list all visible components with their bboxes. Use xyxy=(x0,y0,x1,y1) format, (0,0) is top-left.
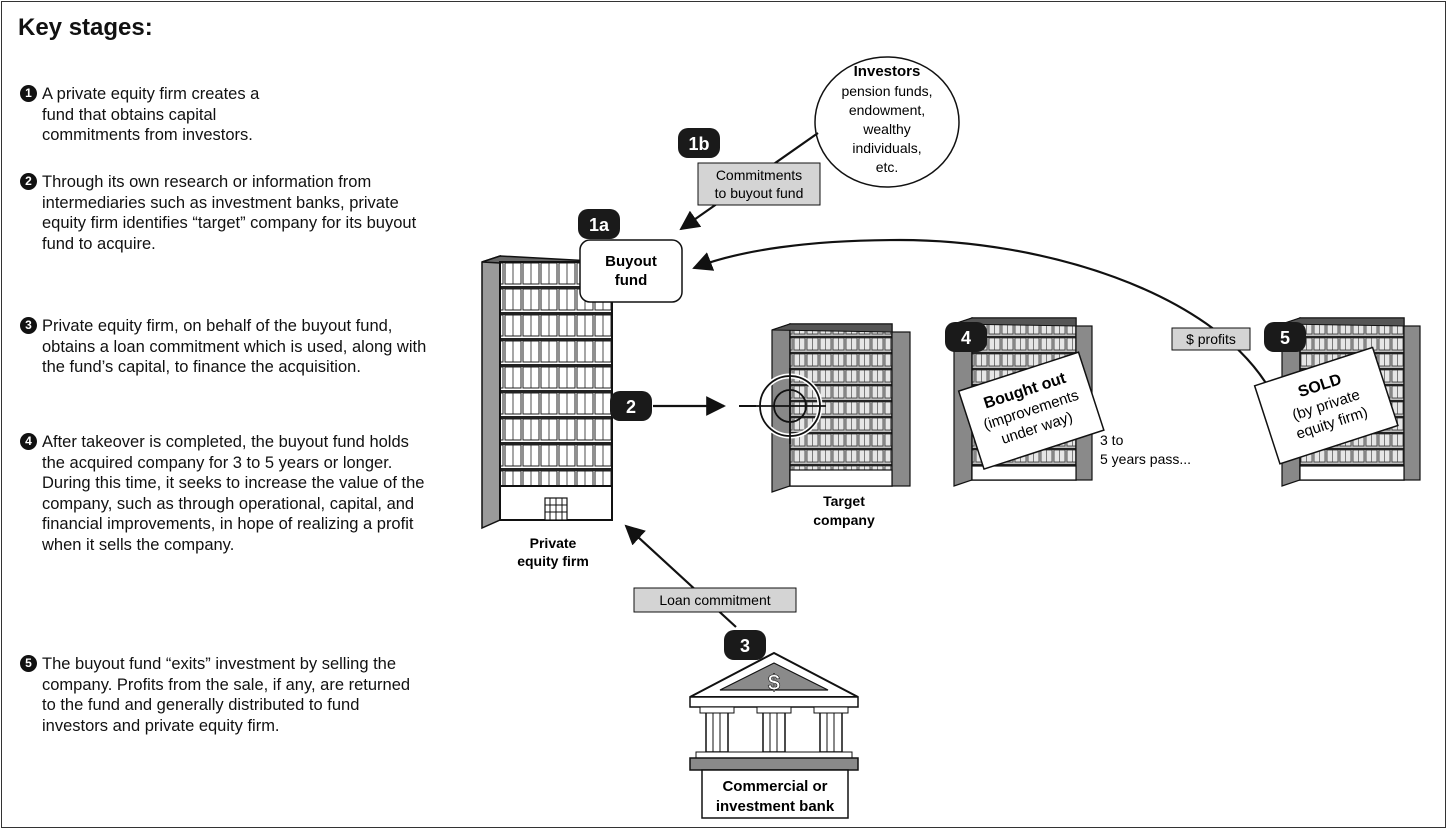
stage-number-2: 2 xyxy=(20,173,37,190)
sold-sign: SOLD (by private equity firm) xyxy=(1253,346,1399,465)
investors-ellipse: Investors pension funds, endowment, weal… xyxy=(814,56,960,188)
target-label-2: company xyxy=(813,512,875,528)
badge-5: 5 xyxy=(1264,322,1306,352)
svg-text:4: 4 xyxy=(961,328,971,348)
investors-title: Investors xyxy=(854,63,921,80)
stage-text-5: The buyout fund “exits” investment by se… xyxy=(42,655,411,735)
years-pass-line-2: 5 years pass... xyxy=(1100,451,1191,467)
svg-text:2: 2 xyxy=(626,397,636,417)
investors-line-2: endowment, xyxy=(849,102,925,118)
svg-text:1b: 1b xyxy=(688,134,709,154)
profits-box: $ profits xyxy=(1171,327,1251,351)
crosshair-icon xyxy=(739,368,826,444)
bank-label-line-2: investment bank xyxy=(716,798,835,815)
investors-line-5: etc. xyxy=(876,159,899,175)
badge-1a: 1a xyxy=(578,209,620,239)
investors-line-4: individuals, xyxy=(852,140,921,156)
pe-firm-label-1: Private xyxy=(530,535,577,551)
profits-label: $ profits xyxy=(1186,331,1236,347)
buyout-fund-callout: Buyout fund xyxy=(579,239,683,303)
private-equity-building xyxy=(481,254,613,530)
stage-item-4: 4 After takeover is completed, the buyou… xyxy=(20,432,430,555)
stage-number-5: 5 xyxy=(20,655,37,672)
svg-text:3: 3 xyxy=(740,636,750,656)
stage-text-3: Private equity firm, on behalf of the bu… xyxy=(42,317,427,376)
commitments-line-2: to buyout fund xyxy=(715,185,804,201)
svg-text:1a: 1a xyxy=(589,215,610,235)
key-stages-title: Key stages: xyxy=(18,14,153,41)
stage-item-3: 3 Private equity firm, on behalf of the … xyxy=(20,316,430,378)
svg-text:5: 5 xyxy=(1280,328,1290,348)
stage-text-2: Through its own research or information … xyxy=(42,173,417,253)
badge-3: 3 xyxy=(724,630,766,660)
investors-line-1: pension funds, xyxy=(841,83,932,99)
stage-number-4: 4 xyxy=(20,433,37,450)
investors-line-3: wealthy xyxy=(862,121,910,137)
commitments-line-1: Commitments xyxy=(716,167,802,183)
badge-2: 2 xyxy=(610,391,652,421)
commitments-box: Commitments to buyout fund xyxy=(697,162,821,206)
buyout-fund-line-1: Buyout xyxy=(605,253,657,270)
badge-4: 4 xyxy=(945,322,987,352)
profits-arrow xyxy=(692,238,1270,389)
stage-number-3: 3 xyxy=(20,317,37,334)
bank-label-line-1: Commercial or xyxy=(722,778,827,795)
stage-item-5: 5 The buyout fund “exits” investment by … xyxy=(20,654,430,736)
bank-dollar-symbol: $ xyxy=(768,670,780,695)
loan-label: Loan commitment xyxy=(659,592,770,608)
stage-text-1: A private equity firm creates a fund tha… xyxy=(42,85,260,144)
target-company-building xyxy=(771,323,911,493)
badge-1b: 1b xyxy=(678,128,720,158)
stage-item-2: 2 Through its own research or informatio… xyxy=(20,172,430,254)
pe-firm-label-2: equity firm xyxy=(517,553,589,569)
loan-commitment-box: Loan commitment xyxy=(633,587,797,613)
bank-icon: $ xyxy=(689,651,859,771)
buyout-fund-line-2: fund xyxy=(615,272,647,289)
years-pass-line-1: 3 to xyxy=(1100,432,1124,448)
stage-item-1: 1 A private equity firm creates a fund t… xyxy=(20,84,430,146)
stage-number-1: 1 xyxy=(20,85,37,102)
stage-text-4: After takeover is completed, the buyout … xyxy=(42,433,425,554)
bank-label-box: Commercial or investment bank xyxy=(701,769,849,819)
target-label-1: Target xyxy=(823,493,865,509)
bought-out-sign: Bought out (improvements under way) xyxy=(957,351,1105,471)
